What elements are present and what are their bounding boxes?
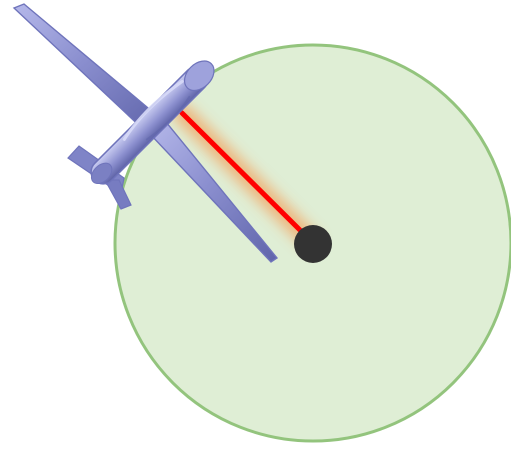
center-point-icon [294,225,332,263]
